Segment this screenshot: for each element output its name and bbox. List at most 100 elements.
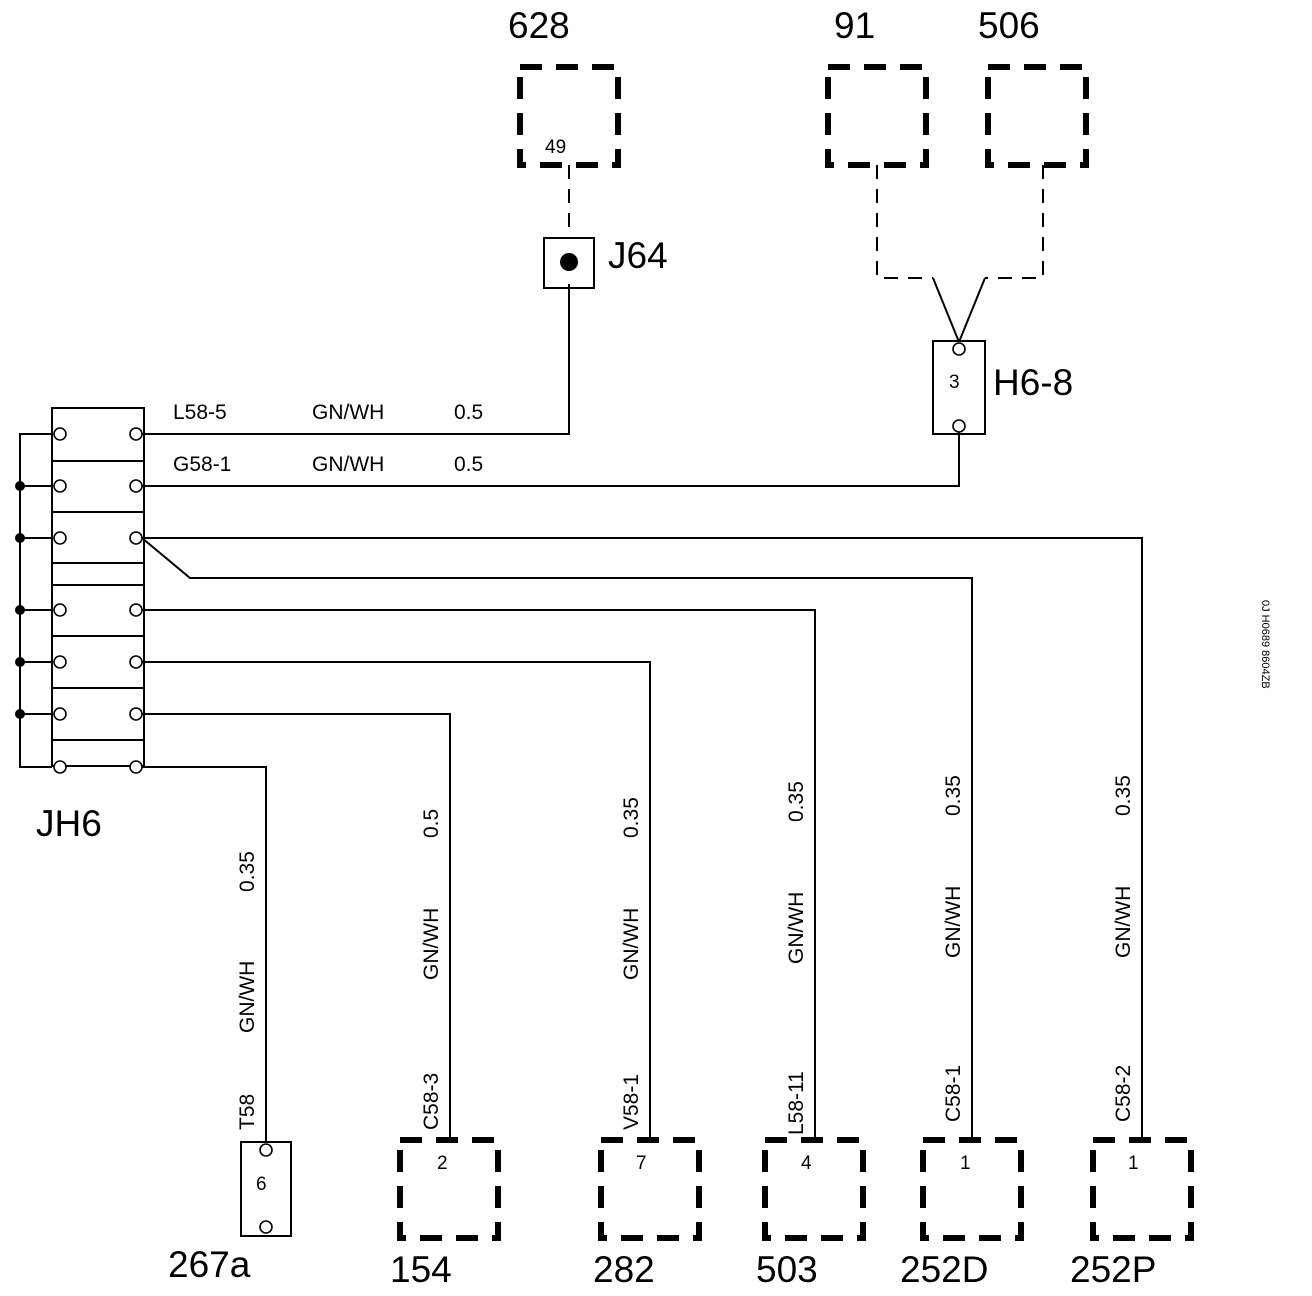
wire-label-g58-1: G58-1 GN/WH 0.5 — [173, 453, 483, 476]
component-628-label: 628 — [508, 5, 570, 46]
jh6-terminal — [129, 427, 143, 441]
component-154-box — [397, 1137, 501, 1241]
connector-h6-8-box — [932, 340, 986, 435]
document-code: 0J H0689 8604ZB — [1259, 600, 1271, 689]
wire-id: V58-1 — [620, 1074, 643, 1130]
jh6-bus-junction — [15, 709, 25, 719]
connector-267a: 6 267a — [168, 1141, 292, 1285]
component-506-label: 506 — [978, 5, 1040, 46]
jh6-terminal — [53, 707, 67, 721]
wire-size: 0.5 — [420, 809, 443, 838]
wire-id: G58-1 — [173, 453, 231, 476]
component-91-label: 91 — [834, 5, 875, 46]
jh6-terminal — [129, 760, 143, 774]
wire-label-l58-5: L58-5 GN/WH 0.5 — [173, 401, 483, 424]
wire-size: 0.35 — [1112, 775, 1135, 816]
component-252d-box — [920, 1137, 1024, 1241]
component-503-pin: 4 — [801, 1153, 812, 1174]
component-506: 506 — [978, 5, 1089, 168]
wire-c58-1 — [141, 537, 973, 1140]
connector-267a-terminal-bottom — [259, 1220, 273, 1234]
component-91-box — [825, 64, 929, 168]
component-282-pin: 7 — [636, 1153, 647, 1174]
connector-j64: J64 — [543, 235, 668, 289]
wire-color: GN/WH — [312, 453, 384, 476]
connector-267a-pin: 6 — [256, 1174, 267, 1195]
component-91: 91 — [825, 5, 929, 168]
connector-h6-8-label: H6-8 — [993, 362, 1073, 403]
component-252p: 1 252P — [1070, 1137, 1194, 1290]
component-154: 2 154 — [390, 1137, 501, 1290]
connector-jh6-label: JH6 — [36, 803, 102, 844]
jh6-terminal — [129, 531, 143, 545]
wire-splice-h68 — [932, 277, 986, 345]
jh6-bus-junction — [15, 533, 25, 543]
wire-id: C58-2 — [1112, 1065, 1135, 1122]
wire-id: T58 — [236, 1094, 259, 1130]
jh6-bus-junction — [15, 657, 25, 667]
component-252d: 1 252D — [900, 1137, 1024, 1290]
wire-label-c58-1: 0.35 GN/WH C58-1 — [942, 775, 965, 1122]
wire-c58-2 — [142, 537, 1143, 1140]
jh6-terminal — [53, 655, 67, 669]
component-628-pin: 49 — [545, 137, 566, 158]
wire-label-c58-2: 0.35 GN/WH C58-2 — [1112, 775, 1135, 1122]
connector-h6-8-terminal-bottom — [952, 419, 966, 433]
jh6-terminal — [53, 603, 67, 617]
component-154-pin: 2 — [437, 1153, 448, 1174]
jh6-terminal — [129, 603, 143, 617]
jh6-terminal — [53, 427, 67, 441]
jh6-terminals — [53, 427, 143, 774]
wire-size: 0.35 — [236, 851, 259, 892]
jh6-terminal — [129, 655, 143, 669]
wire-l58-11 — [142, 609, 816, 1140]
wire-color: GN/WH — [620, 908, 643, 980]
component-252p-box — [1090, 1137, 1194, 1241]
wire-label-v58-1: 0.35 GN/WH V58-1 — [620, 797, 643, 1130]
jh6-bus-junction — [15, 481, 25, 491]
wire-size: 0.35 — [620, 797, 643, 838]
connector-267a-terminal-top — [259, 1143, 273, 1157]
wire-label-t58: 0.35 GN/WH T58 — [236, 851, 259, 1130]
wire-v58-1 — [142, 661, 651, 1140]
component-282-label: 282 — [593, 1249, 655, 1290]
wire-id: C58-1 — [942, 1065, 965, 1122]
wire-size: 0.5 — [454, 401, 483, 424]
jh6-terminal — [53, 760, 67, 774]
component-503: 4 503 — [756, 1137, 866, 1290]
connector-j64-label: J64 — [608, 235, 668, 276]
wire-size: 0.5 — [454, 453, 483, 476]
component-506-box — [985, 64, 1089, 168]
component-252p-label: 252P — [1070, 1249, 1156, 1290]
connector-h6-8-pin: 3 — [949, 372, 960, 393]
wire-91-dashed — [876, 165, 933, 279]
connector-jh6-body — [51, 407, 145, 767]
component-628: 628 49 — [508, 5, 621, 168]
wire-id: L58-5 — [173, 401, 227, 424]
component-282: 7 282 — [593, 1137, 702, 1290]
wire-t58 — [142, 766, 267, 1146]
wire-size: 0.35 — [785, 781, 808, 822]
wire-label-l58-11: 0.35 GN/WH L58-11 — [785, 781, 808, 1135]
wire-id: L58-11 — [785, 1071, 808, 1135]
component-154-label: 154 — [390, 1249, 452, 1290]
wire-506-dashed — [985, 165, 1044, 279]
connector-j64-terminal — [560, 253, 578, 271]
wire-color: GN/WH — [420, 908, 443, 980]
wire-label-c58-3: 0.5 GN/WH C58-3 — [420, 809, 443, 1130]
component-252d-pin: 1 — [960, 1153, 971, 1174]
connector-h6-8: 3 H6-8 — [932, 340, 1073, 435]
jh6-bus-junction — [15, 605, 25, 615]
connector-h6-8-terminal-top — [952, 342, 966, 356]
wire-id: C58-3 — [420, 1073, 443, 1130]
wire-size: 0.35 — [942, 775, 965, 816]
component-628-box — [517, 64, 621, 168]
wire-g58-1 — [142, 432, 960, 487]
component-252d-label: 252D — [900, 1249, 988, 1290]
wire-color: GN/WH — [785, 892, 808, 964]
wire-color: GN/WH — [942, 886, 965, 958]
jh6-bus-bar — [19, 433, 52, 768]
jh6-terminal — [53, 531, 67, 545]
